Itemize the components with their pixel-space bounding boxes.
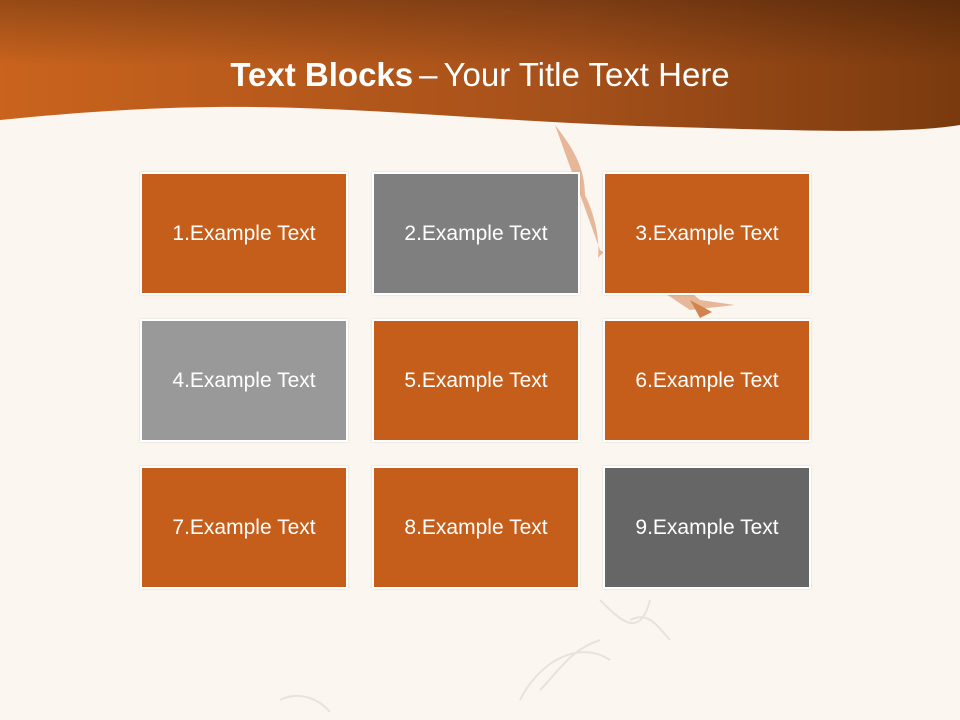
text-block-3[interactable]: 3.Example Text <box>603 172 811 295</box>
text-block-4[interactable]: 4.Example Text <box>140 319 348 442</box>
title-rest: Your Title Text Here <box>443 56 730 93</box>
text-block-7[interactable]: 7.Example Text <box>140 466 348 589</box>
text-block-1[interactable]: 1.Example Text <box>140 172 348 295</box>
title-separator: – <box>419 56 438 93</box>
text-block-label: 6.Example Text <box>635 368 779 392</box>
text-block-label: 2.Example Text <box>404 221 548 245</box>
text-block-label: 3.Example Text <box>635 221 779 245</box>
text-block-8[interactable]: 8.Example Text <box>372 466 580 589</box>
text-block-label: 7.Example Text <box>172 515 316 539</box>
text-block-5[interactable]: 5.Example Text <box>372 319 580 442</box>
text-block-label: 8.Example Text <box>404 515 548 539</box>
text-block-6[interactable]: 6.Example Text <box>603 319 811 442</box>
text-block-label: 4.Example Text <box>172 368 316 392</box>
slide-title: Text Blocks–Your Title Text Here <box>0 52 960 98</box>
text-block-2[interactable]: 2.Example Text <box>372 172 580 295</box>
water-splash <box>279 599 671 713</box>
text-block-label: 9.Example Text <box>635 515 779 539</box>
text-block-label: 1.Example Text <box>172 221 316 245</box>
text-block-9[interactable]: 9.Example Text <box>603 466 811 589</box>
title-bold: Text Blocks <box>230 56 414 93</box>
text-block-label: 5.Example Text <box>404 368 548 392</box>
